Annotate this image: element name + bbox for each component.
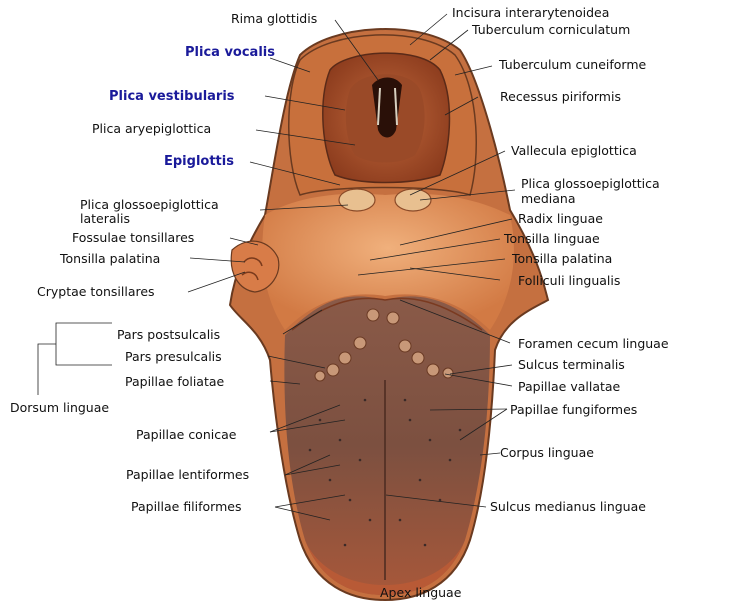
label-corpus-linguae: Corpus linguae xyxy=(500,445,594,460)
label-plica-glossoepiglottica-mediana-line2: mediana xyxy=(521,191,576,206)
label-plica-vocalis: Plica vocalis xyxy=(185,45,275,60)
label-papillae-foliatae: Papillae foliatae xyxy=(125,374,225,389)
label-fossulae-tonsillares: Fossulae tonsillares xyxy=(72,230,195,245)
label-plica-glossoepiglottica-lateralis-line2: lateralis xyxy=(80,211,130,226)
label-tonsilla-palatina-left: Tonsilla palatina xyxy=(60,251,161,266)
label-plica-glossoepiglottica-lateralis-line1: Plica glossoepiglottica xyxy=(80,197,219,212)
label-rima-glottidis: Rima glottidis xyxy=(231,11,318,26)
label-apex-linguae: Apex linguae xyxy=(380,585,462,600)
label-recessus-piriformis: Recessus piriformis xyxy=(500,89,621,104)
label-plica-vestibularis: Plica vestibularis xyxy=(109,89,235,104)
label-tuberculum-corniculatum: Tuberculum corniculatum xyxy=(472,22,631,37)
label-tuberculum-cuneiforme: Tuberculum cuneiforme xyxy=(499,57,647,72)
label-papillae-fungiformes: Papillae fungiformes xyxy=(510,402,638,417)
label-epiglottis: Epiglottis xyxy=(164,154,234,169)
tongue-body xyxy=(284,296,490,595)
label-papillae-lentiformes: Papillae lentiformes xyxy=(126,467,250,482)
label-papillae-vallatae: Papillae vallatae xyxy=(518,379,621,394)
label-incisura-interarytenoidea: Incisura interarytenoidea xyxy=(452,5,610,20)
label-dorsum-linguae: Dorsum linguae xyxy=(10,400,110,415)
label-pars-presulcalis: Pars presulcalis xyxy=(125,349,222,364)
label-pars-postsulcalis: Pars postsulcalis xyxy=(117,327,221,342)
label-papillae-conicae: Papillae conicae xyxy=(136,427,237,442)
label-plica-glossoepiglottica-mediana-line1: Plica glossoepiglottica xyxy=(521,176,660,191)
label-vallecula-epiglottica: Vallecula epiglottica xyxy=(511,143,637,158)
label-tonsilla-palatina-right: Tonsilla palatina xyxy=(512,251,613,266)
label-papillae-filiformes: Papillae filiformes xyxy=(131,499,242,514)
label-radix-linguae: Radix linguae xyxy=(518,211,603,226)
tongue-root xyxy=(262,193,514,330)
label-tonsilla-linguae: Tonsilla linguae xyxy=(504,231,600,246)
label-sulcus-terminalis: Sulcus terminalis xyxy=(518,357,625,372)
label-foramen-cecum-linguae: Foramen cecum linguae xyxy=(518,336,669,351)
label-folliculi-lingualis: Folliculi lingualis xyxy=(518,273,621,288)
label-cryptae-tonsillares: Cryptae tonsillares xyxy=(37,284,155,299)
label-plica-aryepiglottica: Plica aryepiglottica xyxy=(92,121,212,136)
label-sulcus-medianus-linguae: Sulcus medianus linguae xyxy=(490,499,646,514)
